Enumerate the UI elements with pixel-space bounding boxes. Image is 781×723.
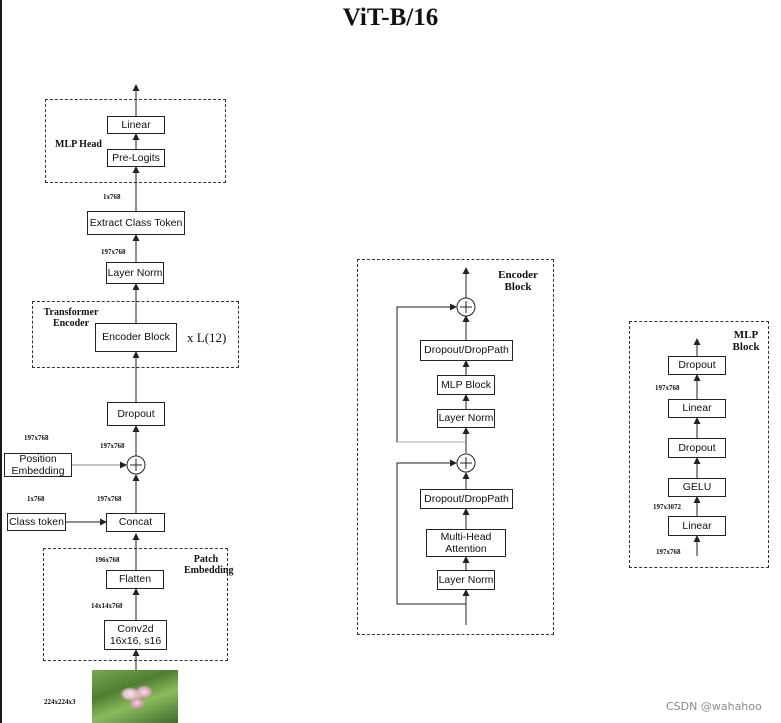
dropout-droppath-box: Dropout/DropPath [420, 340, 513, 361]
layer-norm-box: Layer Norm [437, 570, 495, 590]
mlp-head-frame [45, 99, 226, 183]
dim-label: 197x768 [101, 248, 126, 256]
dim-label: 224x224x3 [44, 698, 76, 706]
transformer-encoder-label: Transformer Encoder [43, 307, 99, 329]
linear-box: Linear [668, 516, 726, 536]
watermark: CSDN @wahahoo [666, 700, 762, 713]
dim-label: 197x3072 [653, 503, 681, 511]
linear-box: Linear [668, 399, 726, 418]
linear-box: Linear [107, 116, 165, 134]
concat-box: Concat [106, 513, 165, 532]
mlp-block-box: MLP Block [437, 375, 495, 395]
left-edge-bar [0, 0, 2, 723]
dim-label: 197x768 [100, 442, 125, 450]
transformer-encoder-frame [32, 301, 239, 368]
dim-label: 197x768 [24, 434, 49, 442]
class-token-box: Class token [7, 513, 66, 531]
repeat-label: x L(12) [187, 330, 227, 345]
dim-label: 197x768 [656, 548, 681, 556]
dim-label: 1x768 [103, 193, 121, 201]
dropout-droppath-box: Dropout/DropPath [420, 489, 513, 509]
conv2d-box: Conv2d 16x16, s16 [104, 620, 167, 650]
encoder-block-box: Encoder Block [95, 323, 177, 352]
encoder-block-frame [357, 259, 554, 635]
dropout-box: Dropout [668, 438, 726, 458]
mlp-head-label: MLP Head [55, 139, 102, 150]
position-embedding-box: Position Embedding [4, 453, 72, 477]
mlp-block-frame [629, 321, 769, 568]
dim-label: 196x768 [95, 556, 120, 564]
pre-logits-box: Pre-Logits [107, 149, 165, 167]
dropout-box: Dropout [107, 402, 165, 426]
dim-label: 1x768 [27, 495, 45, 503]
gelu-box: GELU [668, 478, 726, 497]
patch-embedding-label: Patch Embedding [184, 554, 234, 576]
multi-head-attention-box: Multi-Head Attention [426, 529, 506, 557]
encoder-block-label: Encoder Block [498, 269, 538, 294]
patch-embedding-frame [43, 548, 228, 661]
diagram-title: ViT-B/16 [342, 4, 439, 31]
dim-label: 197x768 [97, 495, 122, 503]
input-flower-image [92, 670, 178, 723]
extract-class-token-box: Extract Class Token [87, 211, 185, 235]
dim-label: 197x768 [655, 384, 680, 392]
layer-norm-box: Layer Norm [437, 409, 495, 428]
mlp-block-label: MLP Block [732, 329, 760, 354]
dim-label: 14x14x768 [91, 602, 123, 610]
flatten-box: Flatten [106, 570, 164, 589]
dropout-box: Dropout [668, 356, 726, 375]
layer-norm-box: Layer Norm [106, 262, 164, 284]
